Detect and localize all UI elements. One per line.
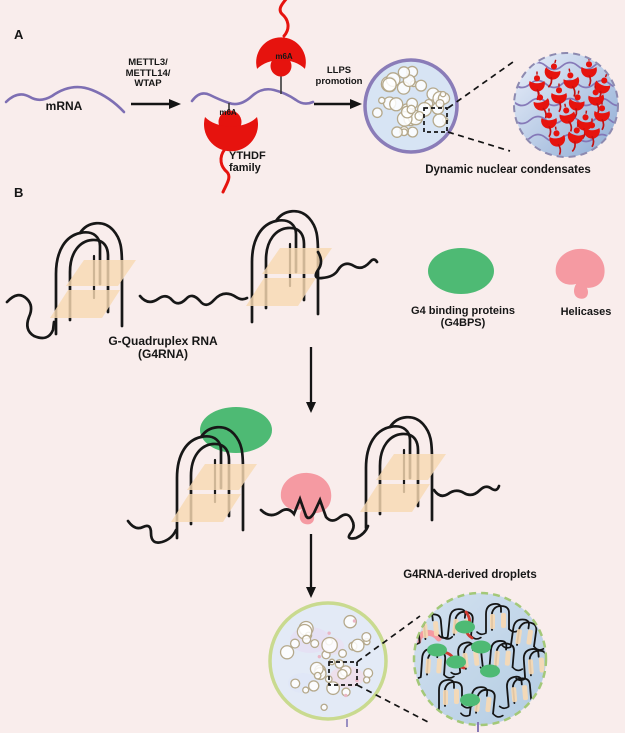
llps-arrow bbox=[314, 99, 362, 109]
m6a-reader-bottom-icon bbox=[204, 103, 258, 194]
mrna-label: mRNA bbox=[45, 99, 83, 113]
panel-b-art bbox=[5, 209, 605, 732]
zoom-lens-square-b bbox=[328, 661, 358, 686]
g4rna-caption: G-Quadruplex RNA (G4RNA) bbox=[108, 334, 218, 362]
mrna-strand-left bbox=[4, 85, 126, 114]
droplets-caption: G4RNA-derived droplets bbox=[403, 569, 537, 581]
g4bp-legend-icon bbox=[428, 248, 494, 294]
writer-complex-label: METTL3/ METTL14/ WTAP bbox=[125, 57, 171, 90]
m6a-reader-top-icon bbox=[256, 0, 306, 94]
zoom-connector-lines-b bbox=[356, 615, 429, 723]
zoom-lens-square-a bbox=[423, 107, 448, 133]
writer-arrow bbox=[131, 99, 181, 109]
g4rna-structure bbox=[5, 209, 379, 340]
m6a-top-label: m6A bbox=[275, 52, 293, 61]
droplet-zoom-circle bbox=[412, 591, 548, 732]
panel-a-label: A bbox=[14, 27, 24, 42]
helicase-legend-icon bbox=[555, 248, 605, 299]
panel-a-art bbox=[4, 0, 619, 194]
zoom-connector-lines-a bbox=[447, 61, 514, 152]
llps-promotion-label: LLPS promotion bbox=[315, 65, 363, 87]
g4bp-legend-label: G4 binding proteins (G4BPS) bbox=[411, 305, 515, 330]
g4-droplet-circle bbox=[268, 601, 388, 727]
mrna-strand-right bbox=[190, 87, 315, 106]
process-arrow-1 bbox=[306, 347, 316, 413]
helicase-legend-label: Helicases bbox=[560, 306, 612, 318]
condensate-circle bbox=[363, 58, 459, 154]
process-arrow-2 bbox=[306, 534, 316, 598]
panel-b-label: B bbox=[14, 185, 24, 200]
nuclear-condensate-zoom bbox=[513, 52, 619, 158]
g4rna-bound-structure bbox=[126, 407, 501, 544]
condensate-caption: Dynamic nuclear condensates bbox=[425, 164, 591, 176]
m6a-bottom-label: m6A bbox=[219, 108, 237, 117]
ythdf-family-label: YTHDF family bbox=[229, 150, 266, 175]
